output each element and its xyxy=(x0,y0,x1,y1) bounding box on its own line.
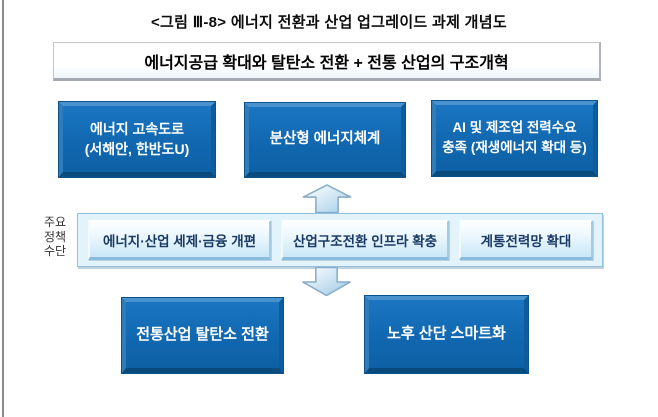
goal-box-line: 분산형 에너지체계 xyxy=(269,130,381,147)
policy-box-industry-infra: 산업구조전환 인프라 확충 xyxy=(281,220,449,260)
policy-side-label-line: 주요 xyxy=(44,215,67,229)
goal-box-line: 충족 (재생에너지 확대 등) xyxy=(442,140,587,155)
outcome-box-line: 전통산업 탈탄소 전환 xyxy=(136,326,269,344)
goal-box-line: AI 및 제조업 전력수요 xyxy=(452,120,577,136)
policy-container: 에너지·산업 세제·금융 개편 산업구조전환 인프라 확충 계통전력망 확대 xyxy=(77,213,603,267)
goal-box-energy-highway: 에너지 고속도로 (서해안, 한반도U) xyxy=(58,101,216,178)
goal-box-distributed-energy: 분산형 에너지체계 xyxy=(244,102,406,178)
down-arrow-icon xyxy=(295,267,358,296)
up-arrow-icon xyxy=(297,184,357,213)
top-banner-text: 에너지공급 확대와 탈탄소 전환 + 전통 산업의 구조개혁 xyxy=(144,54,509,72)
goal-box-line: (서해안, 한반도U) xyxy=(84,141,190,157)
left-border-rule xyxy=(2,0,4,417)
top-banner: 에너지공급 확대와 탈탄소 전환 + 전통 산업의 구조개혁 xyxy=(53,42,601,81)
goal-box-line: 에너지 고속도로 xyxy=(89,120,185,137)
policy-side-label: 주요 정책 수단 xyxy=(44,215,74,259)
policy-side-label-line: 수단 xyxy=(44,244,67,258)
goal-box-ai-power-demand: AI 및 제조업 전력수요 충족 (재생에너지 확대 등) xyxy=(431,100,598,177)
policy-box-grid-expansion: 계통전력망 확대 xyxy=(459,220,593,260)
policy-box-tax-finance: 에너지·산업 세제·금융 개편 xyxy=(88,220,271,260)
figure-title: <그림 Ⅲ-8> 에너지 전환과 산업 업그레이드 과제 개념도 xyxy=(151,14,507,31)
policy-side-label-line: 정책 xyxy=(44,229,67,244)
outcome-box-decarbonization: 전통산업 탈탄소 전환 xyxy=(121,297,284,374)
outcome-box-line: 노후 산단 스마트화 xyxy=(387,325,506,343)
outcome-box-smart-complex: 노후 산단 스마트화 xyxy=(364,295,529,374)
